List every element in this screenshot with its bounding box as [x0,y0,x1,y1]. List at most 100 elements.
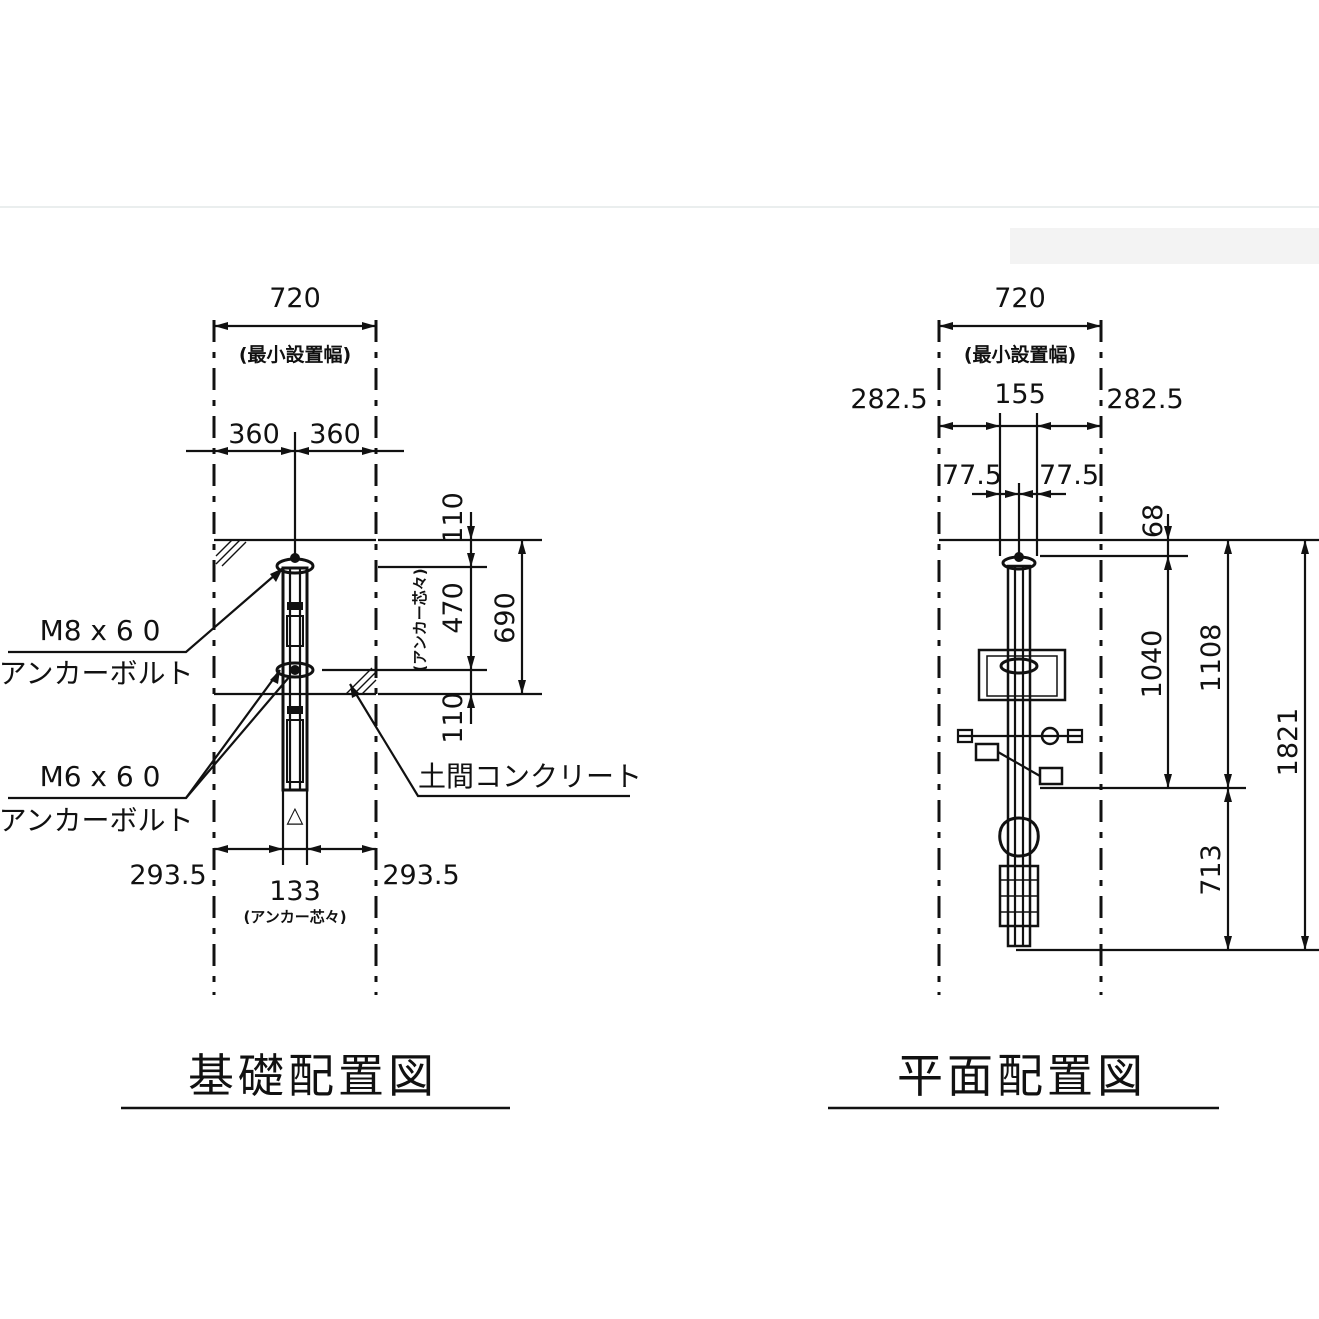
rack-length-value: 1040 [1137,630,1168,699]
anchor-spacing-value: 470 [438,582,469,634]
arrowhead-icon [1164,774,1172,788]
hatch-mark [345,667,377,695]
min-width-note: (最小設置幅) [239,343,351,366]
arrowhead-icon [1164,556,1172,570]
arrowhead-icon [270,568,283,582]
triangle-marker-icon: △ [287,803,304,828]
arrowhead-icon [467,656,475,670]
min-width-value: 720 [994,283,1046,314]
anchor-spacing-note: (アンカー芯々) [411,568,429,671]
front-basket [977,648,1067,702]
min-width-value: 720 [269,283,321,314]
anchor-bolt-bottom [275,661,315,679]
arrowhead-icon [939,322,953,330]
foundation-layout-drawing: 720 (最小設置幅) 360 360 △ [0,283,642,1110]
arrowhead-icon [467,526,475,540]
arrowhead-icon [1005,490,1019,498]
arrowhead-icon [1301,936,1309,950]
arrowhead-icon [1224,788,1232,802]
arrowhead-icon [362,322,376,330]
leader-line [8,567,284,654]
side-left-value: 293.5 [129,860,206,891]
plan-title: 平面配置図 [897,1049,1147,1103]
top-bolt-name: アンカーボルト [0,657,193,690]
concrete-label: 土間コンクリート [418,760,642,793]
arrowhead-icon [362,447,376,455]
crank [997,751,1041,777]
anchor-width-value: 133 [269,876,321,907]
foundation-title: 基礎配置図 [188,1049,438,1103]
arrowhead-icon [214,845,228,853]
arrowhead-icon [1087,422,1101,430]
leader-line [185,675,291,799]
arrowhead-icon [214,447,228,455]
arrowhead-icon [986,422,1000,430]
handlebar [956,728,1084,744]
rack-rail [281,566,309,792]
hatch-mark [215,539,247,567]
arrowhead-icon [281,447,295,455]
arrowhead-icon [1019,490,1033,498]
arrowhead-icon [269,845,283,853]
pedal-right [1038,766,1064,786]
arrowhead-icon [214,322,228,330]
rack-slot [287,602,303,610]
anchor-point [290,665,300,675]
bottom-margin-value: 110 [438,692,469,744]
arrowhead-icon [1164,526,1172,540]
front-length-value: 1108 [1196,624,1227,693]
arrowhead-icon [1224,540,1232,554]
min-width-note: (最小設置幅) [964,343,1076,366]
rack-slot [286,719,304,783]
arrowhead-icon [1037,490,1051,498]
plan-layout-drawing: 720 (最小設置幅) 282.5 282.5 155 77.5 77.5 68 [828,283,1319,1110]
total-length-value: 1821 [1273,708,1304,777]
half-right-value: 77.5 [1039,460,1099,491]
side-right-value: 293.5 [382,860,459,891]
bell [1040,726,1060,746]
arrowhead-icon [939,422,953,430]
arrowhead-icon [1301,540,1309,554]
bicycle-icon [956,552,1084,948]
overall-depth-value: 690 [490,592,521,644]
bottom-bolt-name: アンカーボルト [0,804,193,837]
arrowhead-icon [518,540,526,554]
bicycle-frame [1006,564,1032,948]
arrowhead-icon [362,845,376,853]
rear-length-value: 713 [1196,844,1227,896]
rack-slot [286,615,304,647]
arrowhead-icon [1037,422,1051,430]
arrowhead-icon [1087,322,1101,330]
arrowhead-icon [986,490,1000,498]
anchor-point [290,553,300,563]
arrowhead-icon [270,670,280,684]
half-left-value: 77.5 [942,460,1002,491]
side-left-value: 282.5 [850,384,927,415]
half-right-value: 360 [309,419,361,450]
arrowhead-icon [467,694,475,708]
arrowhead-icon [1224,936,1232,950]
saddle [998,816,1040,858]
rack-slot [287,706,303,714]
arrowhead-icon [467,553,475,567]
anchor-point [1014,552,1024,562]
carrier-bars [1000,879,1038,913]
anchor-bolt [999,657,1039,675]
sheet-shade [1010,228,1319,264]
anchor-width-note: (アンカー芯々) [243,908,346,926]
arrowhead-icon [1224,774,1232,788]
arrowhead-icon [518,680,526,694]
arrowhead-icon [307,845,321,853]
leader-line [349,683,630,798]
arrowhead-icon [295,447,309,455]
front-basket-inner [986,655,1058,697]
pedal-left [974,742,1000,762]
offset-value: 68 [1138,504,1169,538]
top-margin-value: 110 [438,492,469,544]
center-width-value: 155 [994,379,1046,410]
arrowhead-icon [350,684,360,698]
side-right-value: 282.5 [1106,384,1183,415]
half-left-value: 360 [228,419,280,450]
bottom-bolt-size: M6 x 6 0 [40,760,161,793]
